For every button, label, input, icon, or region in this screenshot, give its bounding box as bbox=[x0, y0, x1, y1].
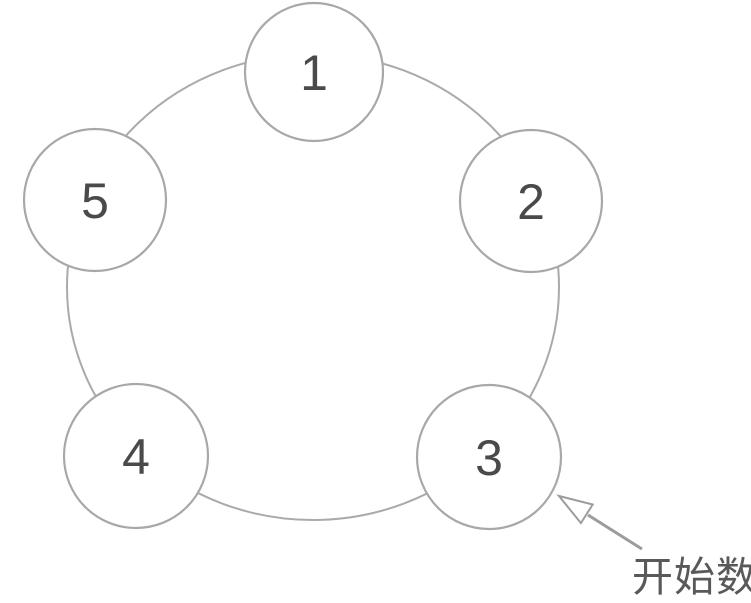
node-3: 3 bbox=[415, 383, 563, 531]
node-circle-5 bbox=[22, 127, 168, 273]
node-circle-4 bbox=[62, 382, 210, 530]
node-label-2: 2 bbox=[517, 174, 545, 230]
node-label-4: 4 bbox=[122, 429, 150, 485]
node-label-5: 5 bbox=[81, 173, 109, 229]
node-label-3: 3 bbox=[475, 430, 503, 486]
arrow-head-icon bbox=[556, 494, 595, 525]
node-label-1: 1 bbox=[300, 45, 328, 101]
node-4: 4 bbox=[62, 382, 210, 530]
node-1: 1 bbox=[243, 1, 385, 143]
node-circle-1 bbox=[243, 1, 385, 143]
annotation-label: 开始数 bbox=[632, 554, 751, 600]
node-5: 5 bbox=[22, 127, 168, 273]
node-circle-3 bbox=[415, 383, 563, 531]
node-circle-2 bbox=[458, 128, 604, 274]
node-2: 2 bbox=[458, 128, 604, 274]
arrow-icon bbox=[556, 494, 643, 551]
arrow-shaft-line bbox=[587, 513, 643, 551]
